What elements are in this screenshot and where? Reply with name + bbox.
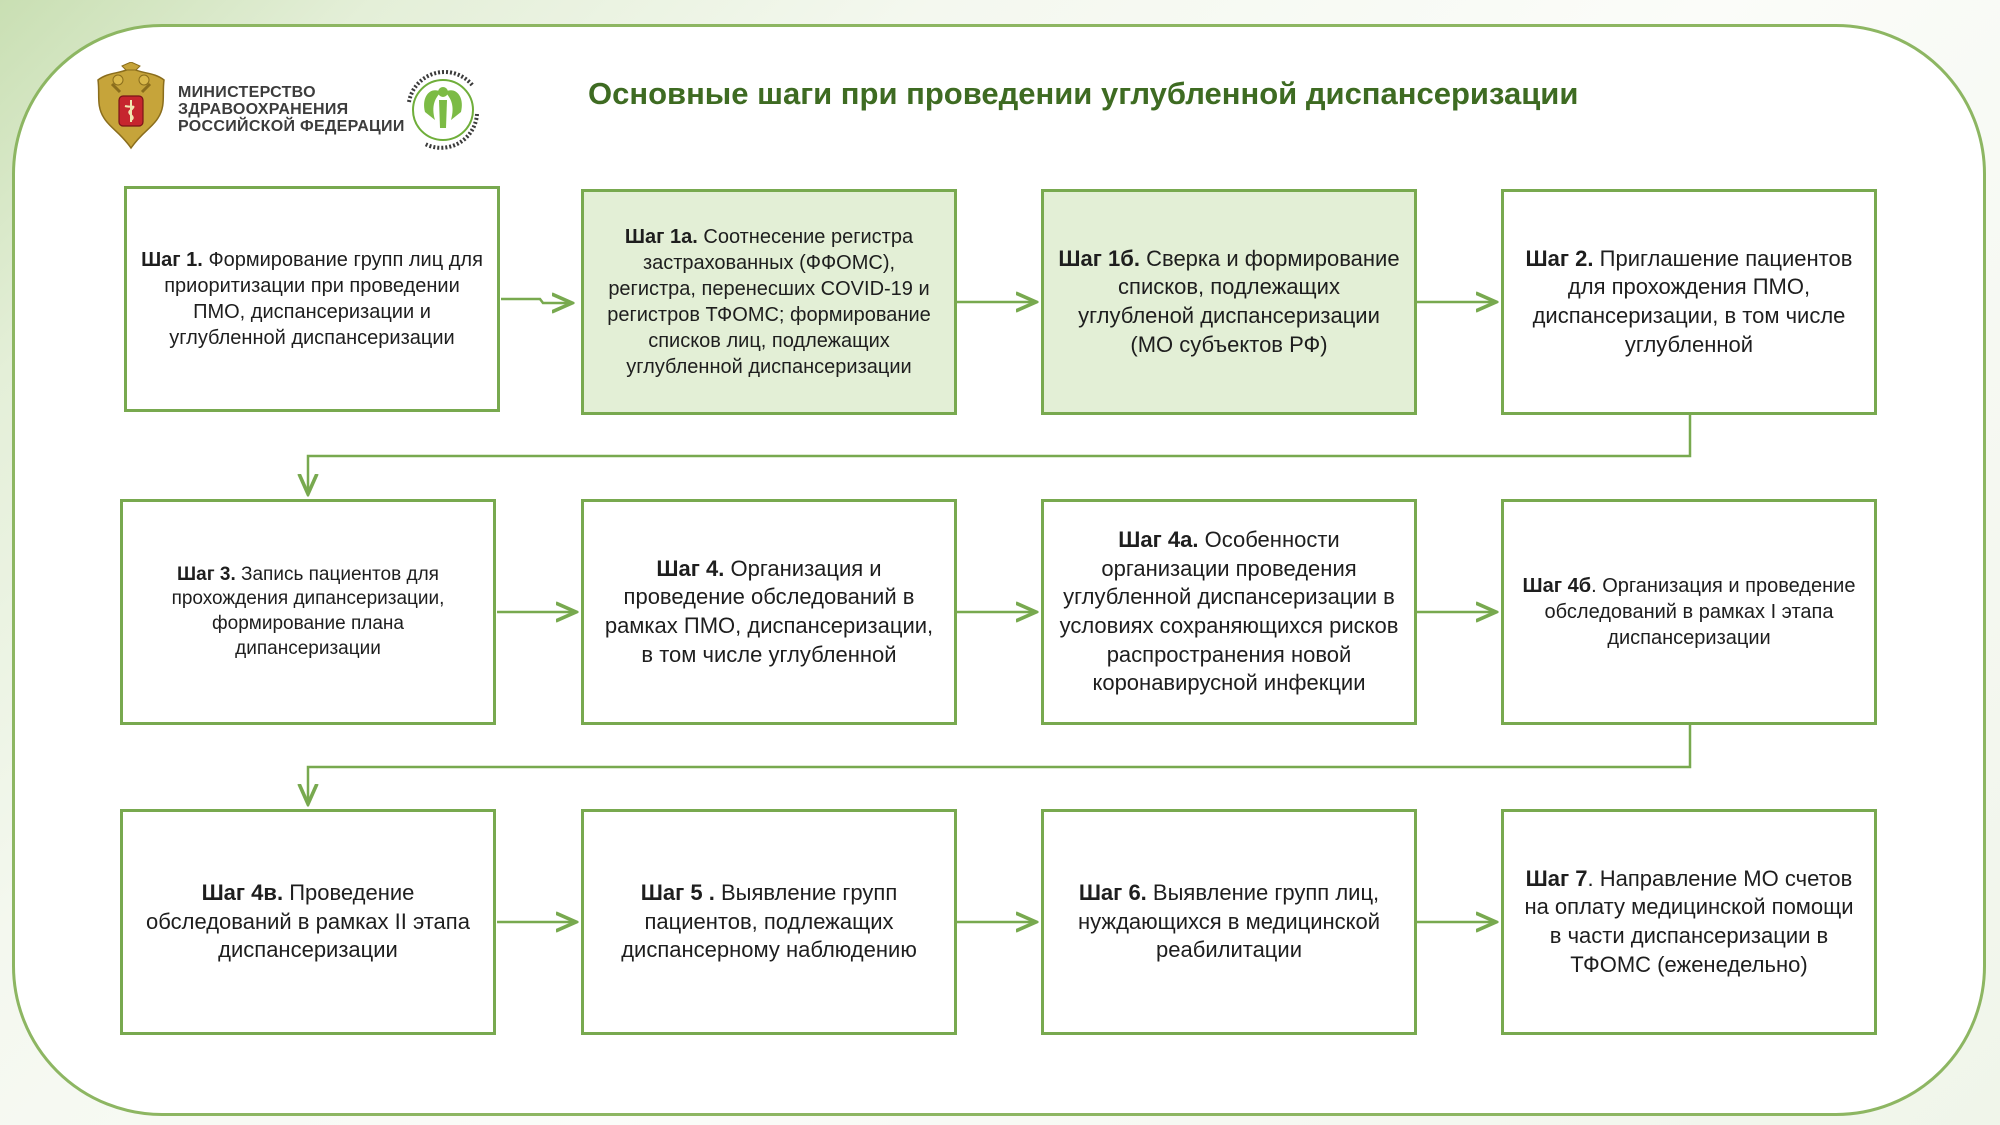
step-1b-box: Шаг 1б. Сверка и формирование списков, п… [1041, 189, 1417, 415]
step-5-box: Шаг 5 . Выявление групп пациентов, подле… [581, 809, 957, 1035]
step-1a-box: Шаг 1а. Соотнесение регистра застрахован… [581, 189, 957, 415]
nmic-logo-icon [407, 70, 479, 150]
ministry-name: МИНИСТЕРСТВО ЗДРАВООХРАНЕНИЯ РОССИЙСКОЙ … [178, 84, 405, 135]
step-text: . Направление МО счетов на оплату медици… [1524, 865, 1854, 977]
step-label: Шаг 4в. [201, 880, 284, 906]
ministry-line-2: ЗДРАВООХРАНЕНИЯ [178, 101, 349, 118]
step-label: Шаг 6. [1078, 880, 1147, 906]
ministry-line-1: МИНИСТЕРСТВО [178, 84, 316, 101]
step-7-box: Шаг 7. Направление МО счетов на оплату м… [1501, 809, 1877, 1035]
step-text: Соотнесение регистра застрахованных (ФФО… [607, 226, 931, 378]
arrow-2-3 [308, 415, 1692, 494]
arrow-4b-4v [308, 725, 1692, 804]
step-label: Шаг 2. [1525, 245, 1594, 271]
step-text: Сверка и формирование списков, подлежащи… [1078, 245, 1400, 357]
step-text: Запись пациентов для прохождения дипансе… [171, 563, 445, 659]
step-label: Шаг 4а. [1118, 527, 1199, 553]
step-text: Выявление групп пациентов, подлежащих ди… [621, 880, 917, 963]
step-text: Выявление групп лиц, нуждающихся в медиц… [1077, 880, 1381, 963]
step-label: Шаг 7 [1525, 865, 1588, 891]
step-text: Формирование групп лиц для приоритизации… [164, 249, 483, 349]
ministry-line-3: РОССИЙСКОЙ ФЕДЕРАЦИИ [178, 118, 405, 135]
step-text: . Организация и проведение обследований … [1544, 575, 1856, 649]
step-label: Шаг 3. [177, 563, 236, 585]
page-title: Основные шаги при проведении углубленной… [588, 76, 1579, 111]
coat-of-arms-icon [97, 62, 165, 150]
step-label: Шаг 1б. [1058, 245, 1140, 271]
header-logos: МИНИСТЕРСТВО ЗДРАВООХРАНЕНИЯ РОССИЙСКОЙ … [90, 62, 510, 162]
step-label: Шаг 4б [1522, 575, 1592, 597]
step-label: Шаг 1а. [624, 226, 698, 248]
step-text: Проведение обследований в рамках II этап… [146, 880, 470, 963]
step-4b-box: Шаг 4б. Организация и проведение обследо… [1501, 499, 1877, 725]
step-6-box: Шаг 6. Выявление групп лиц, нуждающихся … [1041, 809, 1417, 1035]
step-3-box: Шаг 3. Запись пациентов для прохождения … [120, 499, 496, 725]
step-label: Шаг 5 . [640, 880, 715, 906]
step-4-box: Шаг 4. Организация и проведение обследов… [581, 499, 957, 725]
step-text: Организация и проведение обследований в … [604, 555, 934, 667]
step-label: Шаг 1. [141, 249, 203, 271]
step-label: Шаг 4. [656, 555, 725, 581]
step-text: Особенности организации проведения углуб… [1059, 527, 1399, 696]
step-text: Приглашение пациентов для прохождения ПМ… [1532, 245, 1853, 357]
step-2-box: Шаг 2. Приглашение пациентов для прохожд… [1501, 189, 1877, 415]
step-4a-box: Шаг 4а. Особенности организации проведен… [1041, 499, 1417, 725]
arrow-1-1a [501, 299, 572, 303]
step-4v-box: Шаг 4в. Проведение обследований в рамках… [120, 809, 496, 1035]
step-1-box: Шаг 1. Формирование групп лиц для приори… [124, 186, 500, 412]
